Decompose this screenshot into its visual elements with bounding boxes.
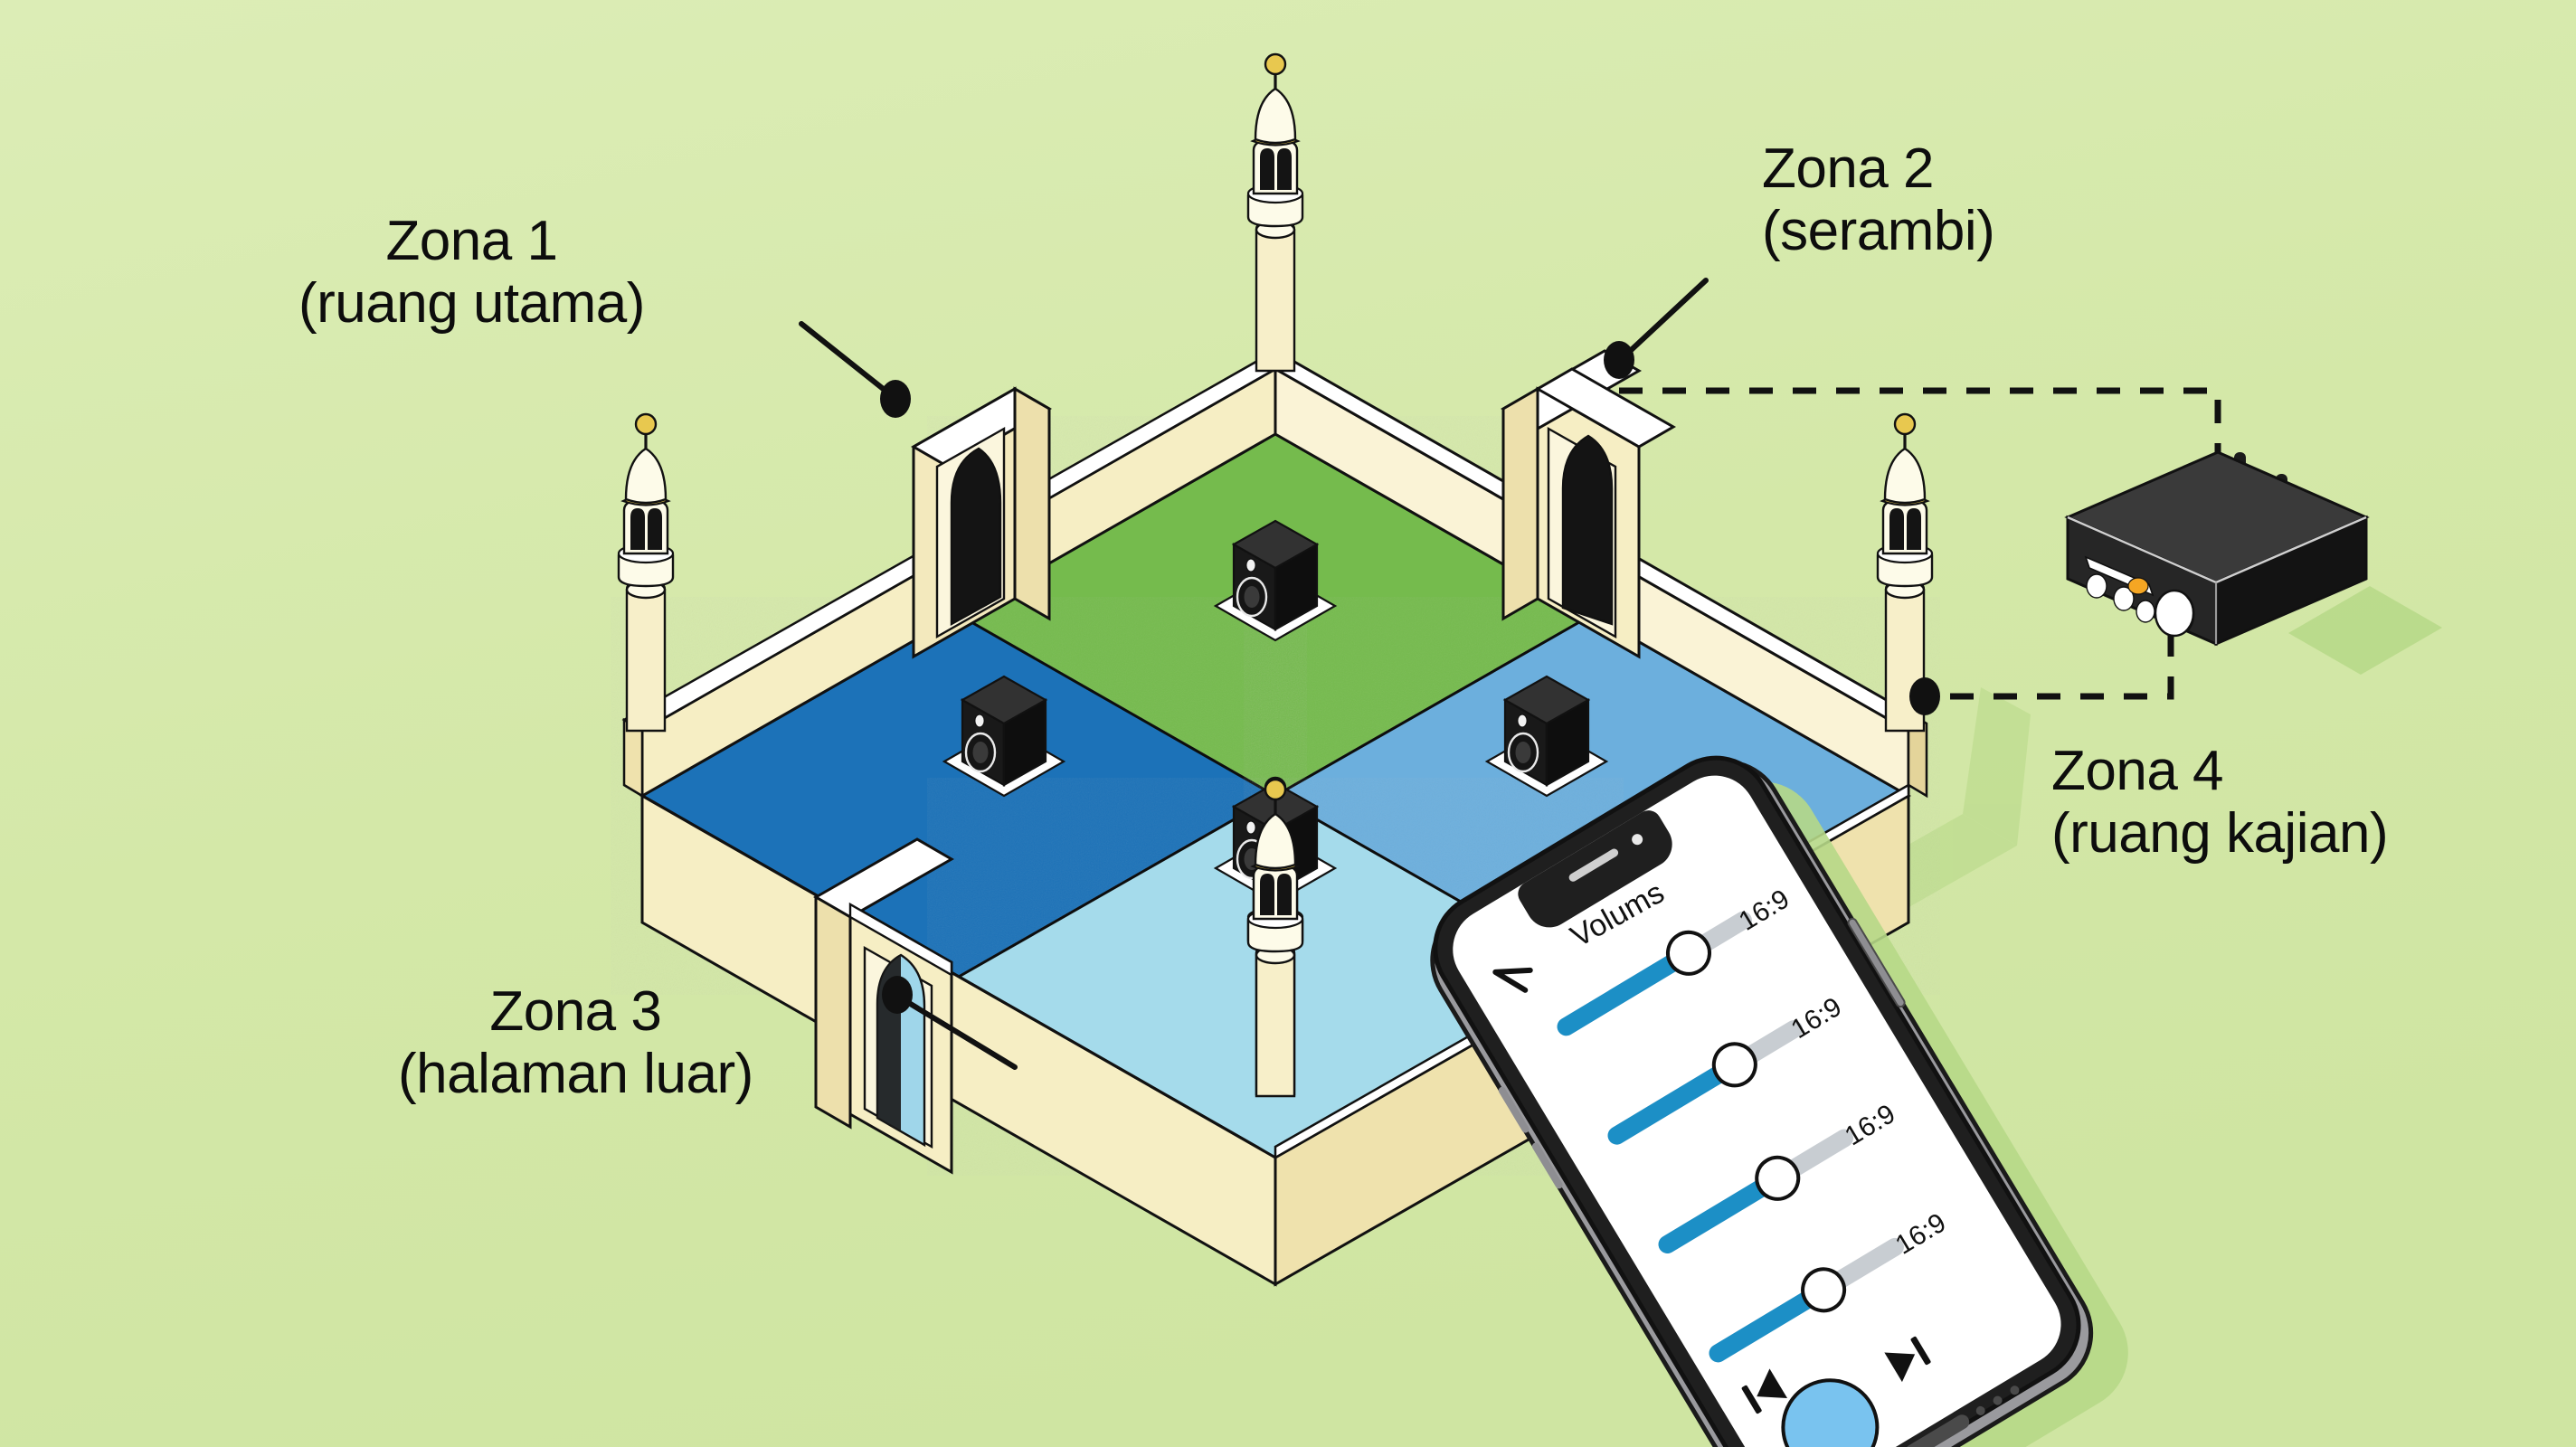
volume-slider-4-thumb[interactable] bbox=[1795, 1262, 1852, 1319]
label-zona-1: Zona 1 (ruang utama) bbox=[298, 210, 645, 336]
amplifier-device[interactable] bbox=[2064, 450, 2442, 675]
volume-slider-1[interactable]: 16:9 bbox=[1548, 877, 1796, 1049]
leader-dot-zona-1 bbox=[880, 380, 911, 418]
amp-status-led bbox=[2127, 577, 2149, 595]
skip-next-icon[interactable] bbox=[1884, 1334, 1932, 1383]
phone-device[interactable]: Volums 16:9 16:9 16:9 bbox=[1405, 723, 2149, 1447]
gate-north-west bbox=[910, 386, 1053, 659]
label-zona-1-line2: (ruang utama) bbox=[298, 272, 645, 336]
wall-connection-dot bbox=[1909, 677, 1940, 715]
label-zona-4: Zona 4 (ruang kajian) bbox=[2051, 740, 2389, 865]
label-zona-2: Zona 2 (serambi) bbox=[1762, 137, 1995, 263]
gate-north-east bbox=[1500, 349, 1677, 659]
skip-previous-icon[interactable] bbox=[1740, 1368, 1788, 1415]
label-zona-2-line2: (serambi) bbox=[1762, 200, 1995, 263]
label-zona-1-line1: Zona 1 bbox=[385, 210, 558, 272]
volume-slider-1-thumb[interactable] bbox=[1660, 924, 1717, 981]
label-zona-3-line1: Zona 3 bbox=[489, 980, 662, 1043]
connection-amp-to-zone4 bbox=[1925, 633, 2174, 700]
phone-charging-port bbox=[1905, 1414, 1970, 1447]
label-zona-4-line2: (ruang kajian) bbox=[2051, 802, 2389, 865]
leader-line-zona-2 bbox=[1624, 278, 1709, 357]
leader-dot-zona-3 bbox=[882, 976, 913, 1014]
volume-slider-2-thumb[interactable] bbox=[1706, 1036, 1763, 1093]
leader-line-zona-3 bbox=[902, 998, 1018, 1070]
volume-slider-3-thumb[interactable] bbox=[1749, 1149, 1806, 1206]
phone-speaker-grille bbox=[1975, 1386, 2020, 1415]
leader-dot-zona-2 bbox=[1604, 341, 1634, 379]
amp-button-2[interactable] bbox=[2113, 586, 2135, 611]
phone-volume-down-button[interactable] bbox=[1530, 1141, 1564, 1190]
phone-volume-up-button[interactable] bbox=[1497, 1085, 1530, 1134]
back-arrow-icon[interactable] bbox=[1492, 956, 1538, 998]
amp-button-3[interactable] bbox=[2136, 600, 2155, 623]
volume-slider-3[interactable]: 16:9 bbox=[1649, 1092, 1902, 1267]
label-zona-3: Zona 3 (halaman luar) bbox=[398, 980, 753, 1106]
label-zona-2-line1: Zona 2 bbox=[1762, 137, 1935, 200]
play-button[interactable] bbox=[1766, 1363, 1895, 1447]
gate-south-west bbox=[812, 837, 955, 1175]
amp-button-1[interactable] bbox=[2086, 573, 2107, 599]
leader-line-zona-1 bbox=[799, 321, 893, 397]
phone-power-button[interactable] bbox=[1847, 917, 1906, 1008]
label-zona-4-line1: Zona 4 bbox=[2051, 740, 2224, 802]
label-zona-3-line2: (halaman luar) bbox=[398, 1043, 753, 1106]
phone-screen[interactable] bbox=[1437, 760, 2077, 1447]
